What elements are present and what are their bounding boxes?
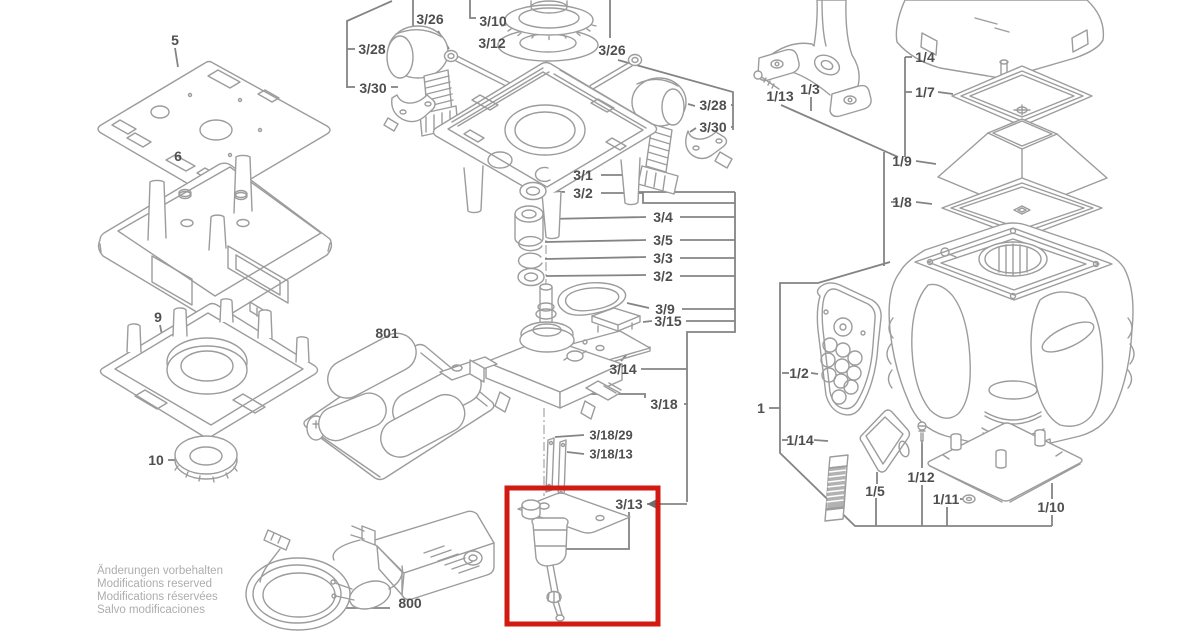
part-801-battery-pack [303,332,495,481]
part-3-15-block [591,307,641,333]
part-3-3-ring [517,252,543,269]
part-3-2-bearing-upper [519,181,547,201]
part-1-8-frame [941,177,1103,239]
footer-note-line-1: Änderungen vorbehalten [97,565,223,577]
part-label-1-12: 1/12 [907,469,934,485]
part-label-1-4: 1/4 [915,49,935,65]
part-label-3-9: 3/9 [655,301,675,317]
part-label-3-13: 3/13 [615,496,642,512]
part-label-3-15: 3/15 [654,313,681,329]
part-label-3-18-13: 3/18/13 [589,447,632,462]
part-label-3-2-b: 3/2 [653,268,673,284]
part-3-26-screw-right [586,53,643,90]
part-3-18-29-pin [545,437,555,493]
part-1-7-frame [951,65,1093,127]
part-label-1-14: 1/14 [786,432,813,448]
part-3-9-belt [557,282,627,316]
part-label-3-5: 3/5 [653,232,673,248]
part-label-1-8: 1/8 [892,194,912,210]
part-label-5: 5 [171,32,179,48]
part-label-3-28-left: 3/28 [358,41,385,57]
part-label-801: 801 [375,325,399,341]
part-1-12-screw [917,421,927,444]
part-label-1-11: 1/11 [933,491,960,507]
part-label-1-3: 1/3 [800,81,820,97]
part-label-1-13: 1/13 [766,88,793,104]
part-6-cover [97,154,333,324]
part-label-1-10: 1/10 [1037,499,1064,515]
part-label-3-30-right: 3/30 [699,119,726,135]
part-label-1: 1 [757,400,765,416]
part-label-3-4: 3/4 [653,209,673,225]
part-1-10-base-plate [927,422,1083,503]
part-label-3-30-left: 3/30 [359,80,386,96]
part-9-base-frame [99,298,319,439]
part-label-3-3: 3/3 [653,250,673,266]
part-label-1-7: 1/7 [915,84,935,100]
part-label-3-10: 3/10 [479,13,506,29]
part-label-3-18-29: 3/18/29 [589,428,632,443]
part-3-1-snap-ring [534,166,551,183]
part-1-5-pad [859,409,911,473]
part-label-3-2-a: 3/2 [573,185,593,201]
part-1-main-housing [886,222,1135,458]
footer-note-line-2: Modifications reserved [97,578,212,590]
part-label-6: 6 [174,148,182,164]
highlight-box-3-13 [504,485,661,627]
footer-note-line-3: Modifications réservées [97,591,218,603]
part-1-11-nut [962,494,976,504]
part-1-3-handle [757,0,872,118]
chassis-plate [432,61,658,240]
part-label-1-9: 1/9 [892,153,912,169]
part-3-30-clamp-right [685,130,733,169]
part-label-3-26-left: 3/26 [416,11,443,27]
part-3-28-motor-right [631,77,687,195]
part-1-2-keypad [816,282,882,416]
part-3-28-motor-left [386,25,459,137]
part-label-3-1: 3/1 [573,167,593,183]
part-3-30-clamp-left [383,94,436,132]
part-label-800: 800 [398,595,422,611]
part-3-13-motor [517,492,631,622]
part-label-3-18: 3/18 [650,396,677,412]
part-labels: 5 6 9 10 801 800 3/28 3/30 3/26 3/10 3/12 3/26 3/28 3… [148,11,1065,611]
part-3-4-spacer [514,205,544,247]
part-1-13-screw [753,70,780,90]
part-3-10-gear [501,0,597,41]
part-3-18-gearbox [439,283,623,420]
part-label-3-26-right: 3/26 [598,42,625,58]
part-10-ring-nut [174,435,238,483]
part-3-5-ring [518,235,543,252]
part-800-charger [245,510,495,631]
part-label-1-2: 1/2 [789,365,809,381]
footer-note-line-4: Salvo modificaciones [97,604,205,616]
part-label-3-14: 3/14 [609,361,636,377]
part-label-10: 10 [148,452,164,468]
part-label-3-12: 3/12 [478,35,505,51]
part-label-1-5: 1/5 [865,483,885,499]
part-label-9: 9 [154,309,162,325]
part-3-2-bearing-lower [517,267,545,287]
part-label-3-28-right: 3/28 [699,97,726,113]
part-1-14-ribbon [824,454,849,522]
